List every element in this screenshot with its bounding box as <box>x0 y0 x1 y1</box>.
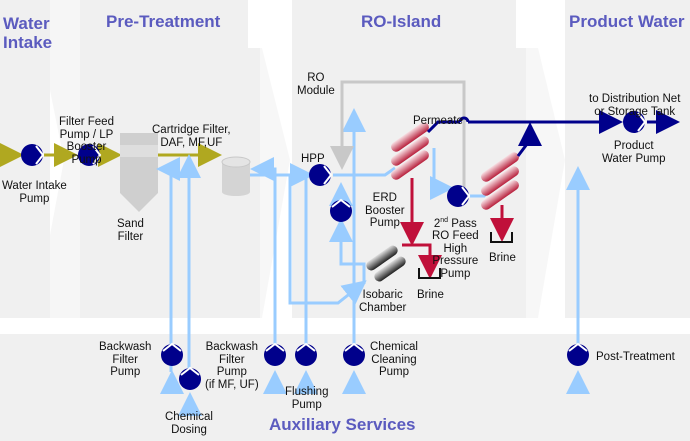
label-line: DAF, MF,UF <box>160 136 223 149</box>
label-line: Pump <box>291 398 322 411</box>
label-line: RO <box>307 72 325 84</box>
label-line: Isobaric <box>362 289 403 301</box>
label-line: Pump <box>369 217 400 229</box>
label-line: or Storage Tank <box>594 105 676 118</box>
aux-water-lines <box>156 108 590 416</box>
label-brine-1: Brine <box>417 289 444 301</box>
label-cartridge-filter: Cartridge Filter, DAF, MF,UF <box>152 124 231 149</box>
label-line: (if MF, UF) <box>205 378 259 391</box>
label-ro-module: RO Module <box>297 72 335 97</box>
label-line: Pressure <box>432 255 479 268</box>
label-post-treatment: Post-Treatment <box>596 351 675 363</box>
label-line: Chemical <box>165 411 213 423</box>
section-title-pre-treatment: Pre-Treatment <box>106 12 221 31</box>
label-line: Chamber <box>359 301 407 314</box>
label-line: High <box>443 242 468 255</box>
label-line: to Distribution Net <box>589 93 681 105</box>
label-backwash-filter-pump-mf-uf: Backwash Filter Pump (if MF, UF) <box>205 341 259 391</box>
label-backwash-filter-pump: Backwash Filter Pump <box>99 341 151 379</box>
label-line: Backwash <box>99 341 152 353</box>
label-line: Product <box>613 140 654 152</box>
panel-product-water <box>565 0 690 318</box>
label-line: Pump / LP <box>59 128 114 141</box>
label-line: Sand <box>117 218 144 230</box>
pump-icon-backwash-mf-uf[interactable] <box>264 342 286 366</box>
label-water-intake-pump: Water Intake Pump <box>2 180 67 205</box>
label-line: Filter Feed <box>59 116 114 128</box>
label-chemical-cleaning-pump: Chemical Cleaning Pump <box>370 341 418 379</box>
label-ordinal-suffix: nd <box>440 217 449 224</box>
section-title-water-intake: Water Intake <box>3 14 52 52</box>
ro-module-loop <box>330 80 466 190</box>
label-line: Dosing <box>171 423 207 436</box>
isobaric-chamber <box>366 245 406 282</box>
pump-icon-backwash-filter[interactable] <box>161 342 183 366</box>
label-line: RO Feed <box>432 230 479 243</box>
label-product-water-pump: Product Water Pump <box>602 140 665 165</box>
label-line: Pump <box>216 366 247 378</box>
pump-icon-hpp[interactable] <box>309 164 333 186</box>
cartridge-filter <box>221 156 251 196</box>
label-hpp: HPP <box>301 153 325 165</box>
label-line: Water Intake <box>2 180 67 192</box>
section-title-auxiliary-services: Auxiliary Services <box>269 415 416 434</box>
label-line: Backwash <box>205 341 259 353</box>
label-line: 2nd Pass <box>432 215 479 230</box>
label-line: Chemical <box>370 341 418 353</box>
label-word: Pass <box>448 217 477 230</box>
pump-icon-chemical-cleaning[interactable] <box>343 342 365 366</box>
label-erd-booster-pump: ERD Booster Pump <box>365 192 405 230</box>
pump-icon-flushing[interactable] <box>295 342 317 366</box>
pump-icon-product-water[interactable] <box>623 111 647 133</box>
label-line: Water Pump <box>602 152 666 165</box>
label-flushing-pump: Flushing Pump <box>285 386 328 411</box>
label-sand-filter: Sand Filter <box>117 218 144 243</box>
section-title-ro-island: RO-Island <box>361 12 442 31</box>
pump-icon-second-pass[interactable] <box>447 185 471 207</box>
label-line: Pump <box>19 192 50 205</box>
section-title-line-1: Water <box>3 14 50 33</box>
label-line: Module <box>297 84 335 97</box>
pump-icon-chemical-dosing[interactable] <box>179 366 201 390</box>
pump-icon-erd-booster[interactable] <box>330 198 352 222</box>
sand-filter <box>120 133 158 212</box>
pump-icon-water-intake[interactable] <box>21 144 45 166</box>
permeate-line <box>426 110 680 157</box>
label-line: Pump <box>110 366 141 378</box>
chevron-3 <box>526 48 565 318</box>
label-brine-2: Brine <box>489 252 516 264</box>
label-filter-feed-pump: Filter Feed Pump / LP Booster Pump <box>59 116 114 166</box>
label-ordinal: 2 <box>433 217 441 230</box>
pump-icon-post-treatment[interactable] <box>567 342 589 366</box>
brine-basins <box>418 232 513 279</box>
pump-icon-filter-feed[interactable] <box>78 144 102 166</box>
label-line: Pump <box>378 366 409 378</box>
section-title-product-water: Product Water <box>569 12 685 31</box>
label-permeate: Permeate <box>413 115 463 127</box>
label-chemical-dosing: Chemical Dosing <box>165 411 213 436</box>
ro-membrane-pass-2 <box>481 152 519 210</box>
brine-lines <box>400 178 514 279</box>
label-isobaric-chamber: Isobaric Chamber <box>359 289 406 314</box>
label-line: Cleaning <box>371 353 417 366</box>
label-line: Filter <box>112 353 138 366</box>
label-line: Pump <box>71 153 102 166</box>
label-line: Booster <box>66 141 107 153</box>
label-distribution: to Distribution Net or Storage Tank <box>589 93 680 118</box>
section-title-line-2: Intake <box>3 33 53 52</box>
label-second-pass-pump: 2nd Pass RO Feed High Pressure Pump <box>432 215 479 280</box>
label-line: Flushing <box>285 386 329 398</box>
label-line: Filter <box>117 230 144 243</box>
chevron-2 <box>248 48 290 318</box>
label-line: Pump <box>440 267 471 280</box>
label-line: ERD <box>372 192 397 204</box>
label-line: Booster <box>365 204 405 217</box>
ro-membrane-pass-1 <box>391 122 429 180</box>
label-line: Filter <box>219 353 245 366</box>
label-line: Cartridge Filter, <box>152 124 231 136</box>
